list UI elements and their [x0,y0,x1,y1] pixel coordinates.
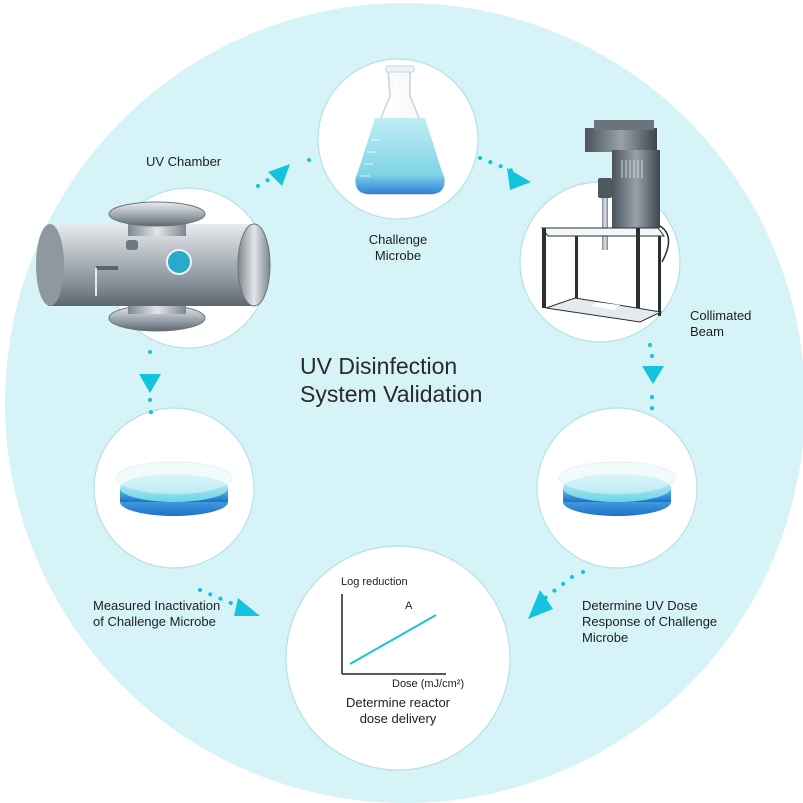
uv-reactor-chamber-icon [36,201,271,332]
arrowhead-to-beam [507,168,531,190]
arrowhead-to-dose-response [642,366,664,384]
label-challenge-microbe: Challenge Microbe [368,232,428,263]
cycle-arrowheads [139,164,664,619]
label-measured-inactivation: Measured Inactivation of Challenge Micro… [93,598,221,629]
log-reduction-plot-icon [341,594,446,675]
connector-reactor-to-measured [198,588,240,608]
petri-dish-icon [558,461,676,516]
diagram-title-line2: System Validation [300,381,483,407]
erlenmeyer-flask-icon [355,65,445,195]
diagram-title: UV Disinfection System Validation [300,352,540,408]
plot-y-axis-label: Log reduction [341,576,408,588]
connector-chamber-to-flask [256,178,270,188]
petri-dish-icon [115,461,233,516]
arrowhead-to-flask [268,164,290,186]
collimated-beam-apparatus-icon [541,120,670,323]
plot-x-axis-label: Dose (mJ/cm²) [392,678,465,690]
arrowhead-to-measured [234,598,260,616]
label-dose-response: Determine UV Dose Response of Challenge … [582,598,718,645]
label-reactor-dose: Determine reactor dose delivery [345,695,451,726]
arrowhead-to-measured-inactivation [139,374,161,393]
label-collimated-beam: Collimated Beam [690,308,752,339]
arrowhead-to-reactor [528,590,553,619]
plot-line-label: A [405,600,413,612]
label-uv-chamber: UV Chamber [146,154,222,169]
diagram-title-line1: UV Disinfection [300,353,458,379]
plot-line-a [349,614,437,665]
